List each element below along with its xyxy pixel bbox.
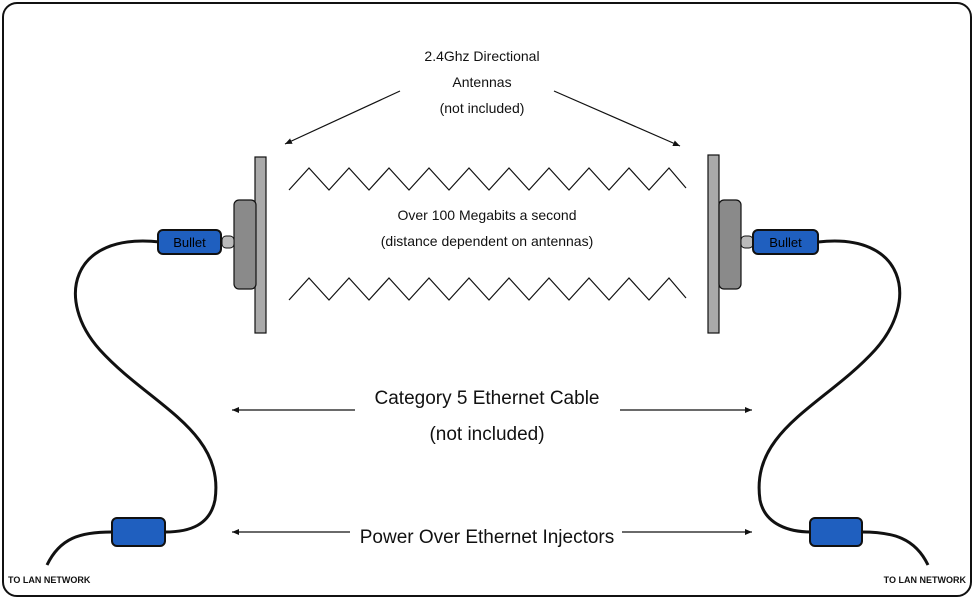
right-bullet-label: Bullet	[769, 235, 802, 250]
cable-label-line2: (not included)	[429, 424, 544, 445]
left-antenna-plate	[254, 156, 267, 334]
right-lan-cable	[861, 530, 930, 566]
right-lan-label: TO LAN NETWORK	[884, 575, 967, 585]
throughput-line2: (distance dependent on antennas)	[381, 233, 594, 249]
antenna-note-line3: (not included)	[440, 100, 525, 116]
cable-label-line1: Category 5 Ethernet Cable	[375, 388, 600, 409]
left-bullet-device	[157, 229, 222, 255]
antenna-arrow-right	[553, 90, 681, 147]
throughput-line1: Over 100 Megabits a second	[398, 207, 577, 223]
right-bullet-connector	[740, 235, 754, 249]
left-antenna-panel	[233, 199, 257, 290]
right-ethernet-cable	[757, 239, 902, 534]
right-poe-injector	[809, 517, 863, 547]
left-poe-injector	[111, 517, 166, 547]
signal-wave-top	[288, 167, 687, 191]
right-bullet-device	[752, 229, 819, 255]
signal-wave-bottom	[288, 277, 687, 301]
left-bullet-connector	[221, 235, 235, 249]
left-lan-label: TO LAN NETWORK	[8, 575, 91, 585]
left-ethernet-cable	[73, 239, 218, 534]
antenna-note-line2: Antennas	[452, 74, 511, 90]
antenna-arrow-left	[284, 90, 401, 145]
injector-label: Power Over Ethernet Injectors	[360, 527, 615, 548]
left-bullet-label: Bullet	[173, 235, 206, 250]
antenna-note-line1: 2.4Ghz Directional	[424, 48, 539, 64]
right-antenna-panel	[718, 199, 742, 290]
right-antenna-plate	[707, 154, 720, 334]
left-lan-cable	[45, 530, 113, 566]
